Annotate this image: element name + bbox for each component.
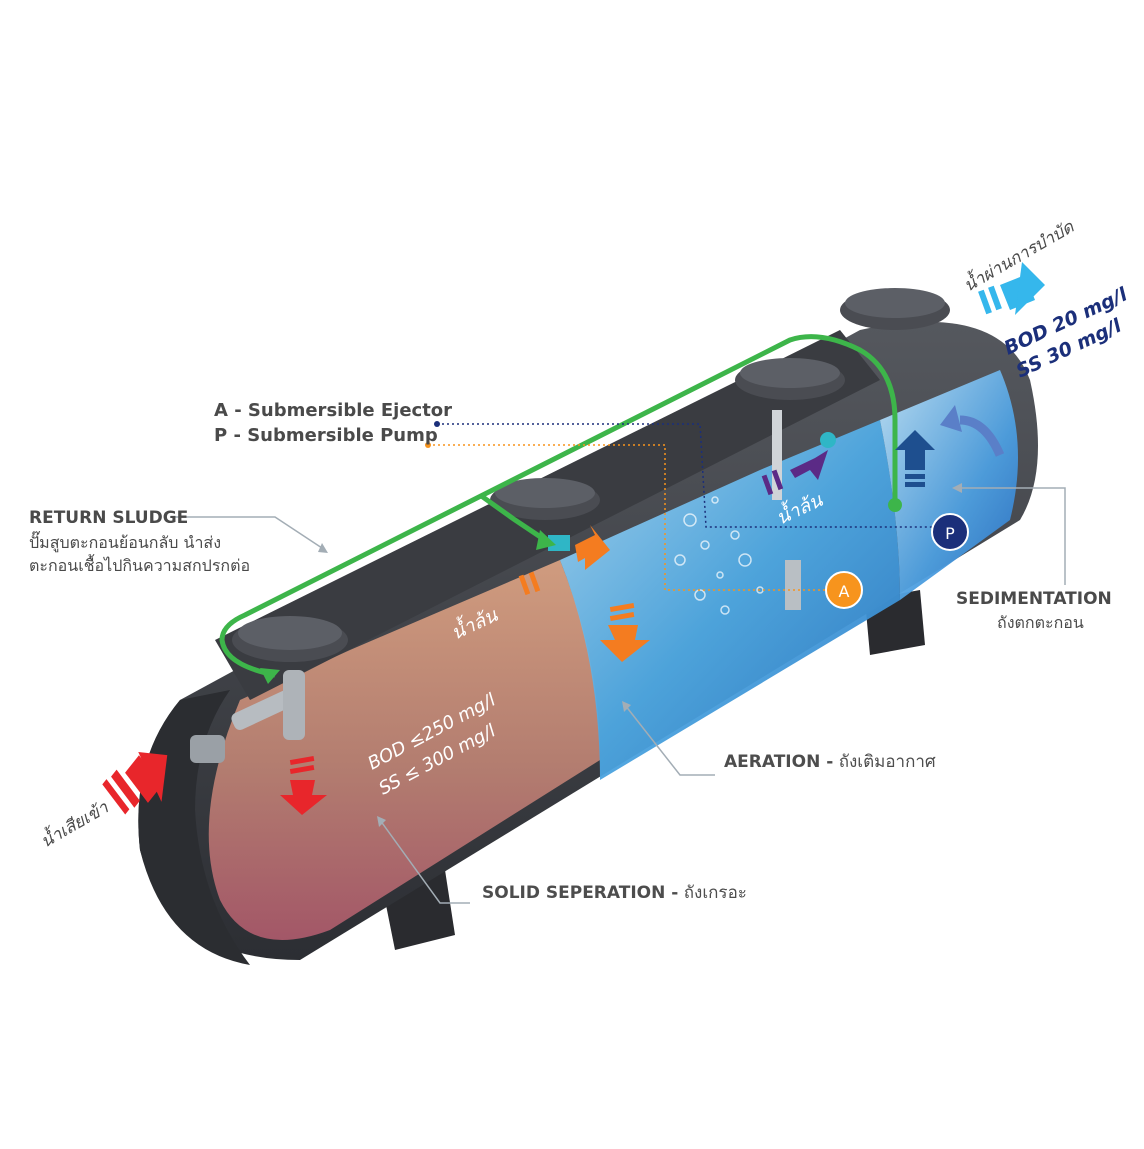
sedimentation-leader-head — [952, 483, 962, 493]
return-sludge-leader — [170, 516, 326, 551]
aeration-bubbles — [674, 496, 764, 615]
aeration-thai: ถังเติมอากาศ — [838, 752, 936, 772]
return-sludge-arrowhead-2 — [536, 530, 556, 550]
sedimentation-leader — [955, 487, 1066, 585]
sedimentation-up-arrow — [895, 430, 935, 487]
sedimentation-curved-arrowhead — [940, 405, 962, 432]
return-sludge-leader-head — [318, 543, 328, 553]
ejector-leader-line — [437, 423, 940, 528]
purple-flow-arrow — [761, 450, 828, 496]
sedimentation-curved-arrow — [959, 415, 1005, 457]
legend-pump: P - Submersible Pump — [214, 425, 438, 446]
return-sludge-line-1: ปั๊มสูบตะกอนย้อนกลับ นำส่ง — [29, 533, 221, 552]
aeration-label: AERATION - ถังเติมอากาศ — [724, 748, 936, 775]
return-sludge-line — [219, 334, 898, 678]
pump-leader-dot — [425, 442, 431, 448]
sedimentation-thai: ถังตกตะกอน — [997, 613, 1084, 632]
solid-leader — [379, 819, 470, 904]
manhole-covers — [232, 288, 950, 662]
inlet-arrow — [102, 752, 168, 815]
internal-equipment — [548, 410, 836, 610]
solid-thai: ถังเกรอะ — [683, 883, 747, 903]
ejector-leader-dot — [434, 421, 440, 427]
aeration-title: AERATION - — [724, 752, 834, 772]
legend-ejector: A - Submersible Ejector — [214, 400, 453, 421]
orange-flow-arrows — [518, 525, 650, 662]
solid-down-arrow — [280, 755, 327, 815]
outlet-arrow — [978, 262, 1045, 315]
inlet-label: น้ำเสียเข้า — [36, 794, 113, 852]
marker-p-label: P — [945, 524, 955, 543]
return-sludge-line-2: ตะกอนเชื้อไปกินความสกปรกต่อ — [29, 556, 251, 575]
inlet-pipe — [190, 670, 305, 763]
sedimentation-title: SEDIMENTATION — [956, 589, 1112, 609]
aeration-zone — [560, 420, 900, 780]
solid-title: SOLID SEPERATION - — [482, 883, 679, 903]
aeration-leader-head — [622, 701, 631, 712]
marker-p — [931, 513, 969, 551]
aeration-leader — [624, 704, 715, 776]
solid-leader-head — [377, 816, 386, 827]
return-sludge-branch — [478, 492, 547, 543]
solid-label: SOLID SEPERATION - ถังเกรอะ — [482, 879, 747, 906]
solid-separation-zone — [208, 560, 600, 940]
return-sludge-title: RETURN SLUDGE — [29, 508, 189, 528]
return-sludge-arrowhead-1 — [260, 668, 280, 684]
marker-a-label: A — [839, 582, 850, 601]
marker-a — [825, 571, 863, 609]
return-sludge-node — [888, 498, 902, 512]
